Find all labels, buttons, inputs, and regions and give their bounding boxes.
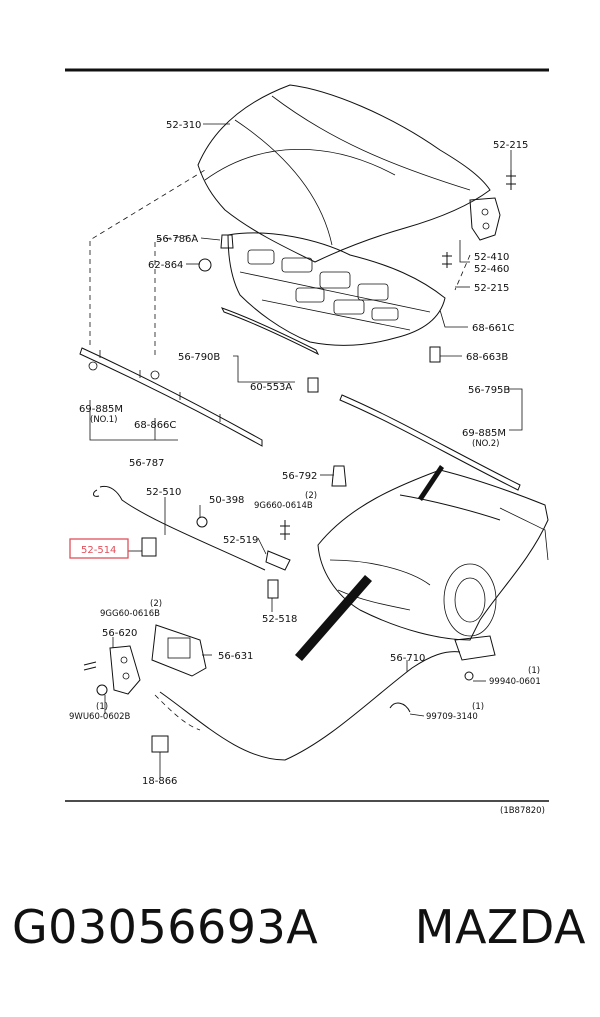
label-56-710: 56-710	[390, 653, 425, 664]
bracket-56-631	[151, 624, 207, 677]
label-52-310: 52-310	[166, 120, 201, 131]
label-qty-1b: (1)	[528, 666, 540, 676]
label-99940-0601: 99940-0601	[489, 677, 541, 687]
release-cable-56-710	[159, 651, 461, 761]
label-69-885m-no2: 69-885M	[462, 428, 506, 439]
hood-parts-diagram: 52-310 52-215 56-786A 62-864 52-410 52-4…	[65, 68, 549, 816]
label-qty-2b: (2)	[150, 599, 162, 609]
label-68-663b: 68-663B	[466, 352, 508, 363]
plug-62-864	[198, 258, 212, 272]
label-qty-1c: (1)	[472, 702, 484, 712]
diagram-reference: (1B87820)	[500, 806, 545, 816]
grommet-50-398	[196, 516, 208, 528]
label-52-215-top: 52-215	[493, 140, 528, 151]
label-68-661c: 68-661C	[472, 323, 514, 334]
clip-56-786a	[220, 234, 234, 249]
label-56-792: 56-792	[282, 471, 317, 482]
label-9gg60-0616b: 9GG60-0616B	[100, 609, 160, 619]
label-52-510: 52-510	[146, 487, 181, 498]
hood-panel	[197, 84, 491, 263]
car-front-body	[317, 469, 549, 641]
label-56-787: 56-787	[129, 458, 164, 469]
clip-60-553a	[307, 377, 319, 393]
bumper-stop-56-792	[331, 465, 347, 487]
clip-52-514	[141, 537, 157, 557]
label-qty-1a: (1)	[96, 702, 108, 712]
release-lever	[454, 635, 496, 661]
hood-inner-frame	[227, 232, 446, 346]
label-56-790b: 56-790B	[178, 352, 220, 363]
clip-18-866	[151, 735, 169, 753]
footer: G03056693A MAZDA	[0, 900, 600, 980]
part-number: G03056693A	[12, 900, 319, 954]
clip-68-663b	[429, 346, 441, 363]
label-69-885m-no1: 69-885M	[79, 404, 123, 415]
hood-hinge	[442, 170, 516, 268]
label-99709-3140: 99709-3140	[426, 712, 478, 722]
clip-52-518	[267, 579, 279, 599]
label-62-864: 62-864	[148, 260, 183, 271]
label-qty-2a: (2)	[305, 491, 317, 501]
label-52-410: 52-410	[474, 252, 509, 263]
label-52-518: 52-518	[262, 614, 297, 625]
label-no2: (NO.2)	[472, 439, 499, 449]
label-18-866: 18-866	[142, 776, 177, 787]
pointer-arrow	[295, 575, 372, 661]
label-56-620: 56-620	[102, 628, 137, 639]
holder-52-519	[265, 550, 291, 571]
highlight-box-52-514	[69, 538, 129, 559]
label-50-398: 50-398	[209, 495, 244, 506]
label-56-631: 56-631	[218, 651, 253, 662]
label-9wu60-0602b: 9WU60-0602B	[69, 712, 131, 722]
brand-name: MAZDA	[414, 900, 586, 954]
label-52-519: 52-519	[223, 535, 258, 546]
label-56-786a: 56-786A	[156, 234, 198, 245]
label-60-553a: 60-553A	[250, 382, 292, 393]
seal-56-795b	[339, 394, 521, 491]
label-68-866c: 68-866C	[134, 420, 176, 431]
hood-rod-52-510	[99, 485, 266, 571]
label-9g660-0614b: 9G660-0614B	[254, 501, 313, 511]
seal-strip-56-787	[79, 347, 263, 447]
label-52-514: 52-514	[81, 545, 116, 556]
label-52-460: 52-460	[474, 264, 509, 275]
label-no1: (NO.1)	[90, 415, 117, 425]
label-52-215-bottom: 52-215	[474, 283, 509, 294]
label-56-795b: 56-795B	[468, 385, 510, 396]
hood-lock-56-620	[109, 645, 141, 695]
weatherstrip-56-790b	[220, 307, 320, 356]
pointer-arrow-upper	[418, 465, 444, 501]
